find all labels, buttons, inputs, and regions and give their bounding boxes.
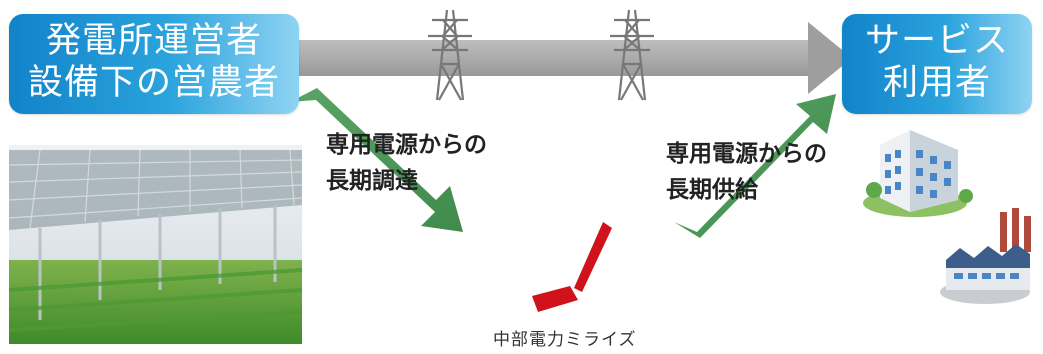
procurement-label: 専用電源からの 長期調達: [326, 127, 487, 199]
chubu-logo-mark: [532, 222, 612, 312]
supply-label-line2: 長期供給: [666, 177, 758, 203]
factory-icon: [940, 208, 1031, 304]
source-box-line1: 発電所運営者: [45, 21, 262, 61]
target-box: サービス 利用者: [842, 14, 1032, 114]
source-box: 発電所運営者 設備下の営農者: [9, 14, 299, 114]
office-building-icon: [863, 130, 973, 217]
target-box-line2: 利用者: [882, 63, 991, 103]
solar-farm-photo: [8, 145, 303, 344]
supply-label-line1: 専用電源からの: [666, 141, 827, 167]
procurement-label-line1: 専用電源からの: [326, 132, 487, 158]
supply-label: 専用電源からの 長期供給: [666, 136, 827, 208]
source-box-line2: 設備下の営農者: [27, 63, 280, 103]
transmission-tower-icon: [610, 9, 654, 101]
procurement-arrow: [290, 88, 463, 232]
transmission-tower-icon: [428, 9, 472, 101]
main-flow-arrow: [290, 22, 852, 94]
logo-text: 中部電力ミライズ: [493, 330, 637, 350]
target-box-line1: サービス: [864, 21, 1009, 61]
supply-arrow: [674, 94, 836, 238]
procurement-label-line2: 長期調達: [326, 168, 418, 194]
